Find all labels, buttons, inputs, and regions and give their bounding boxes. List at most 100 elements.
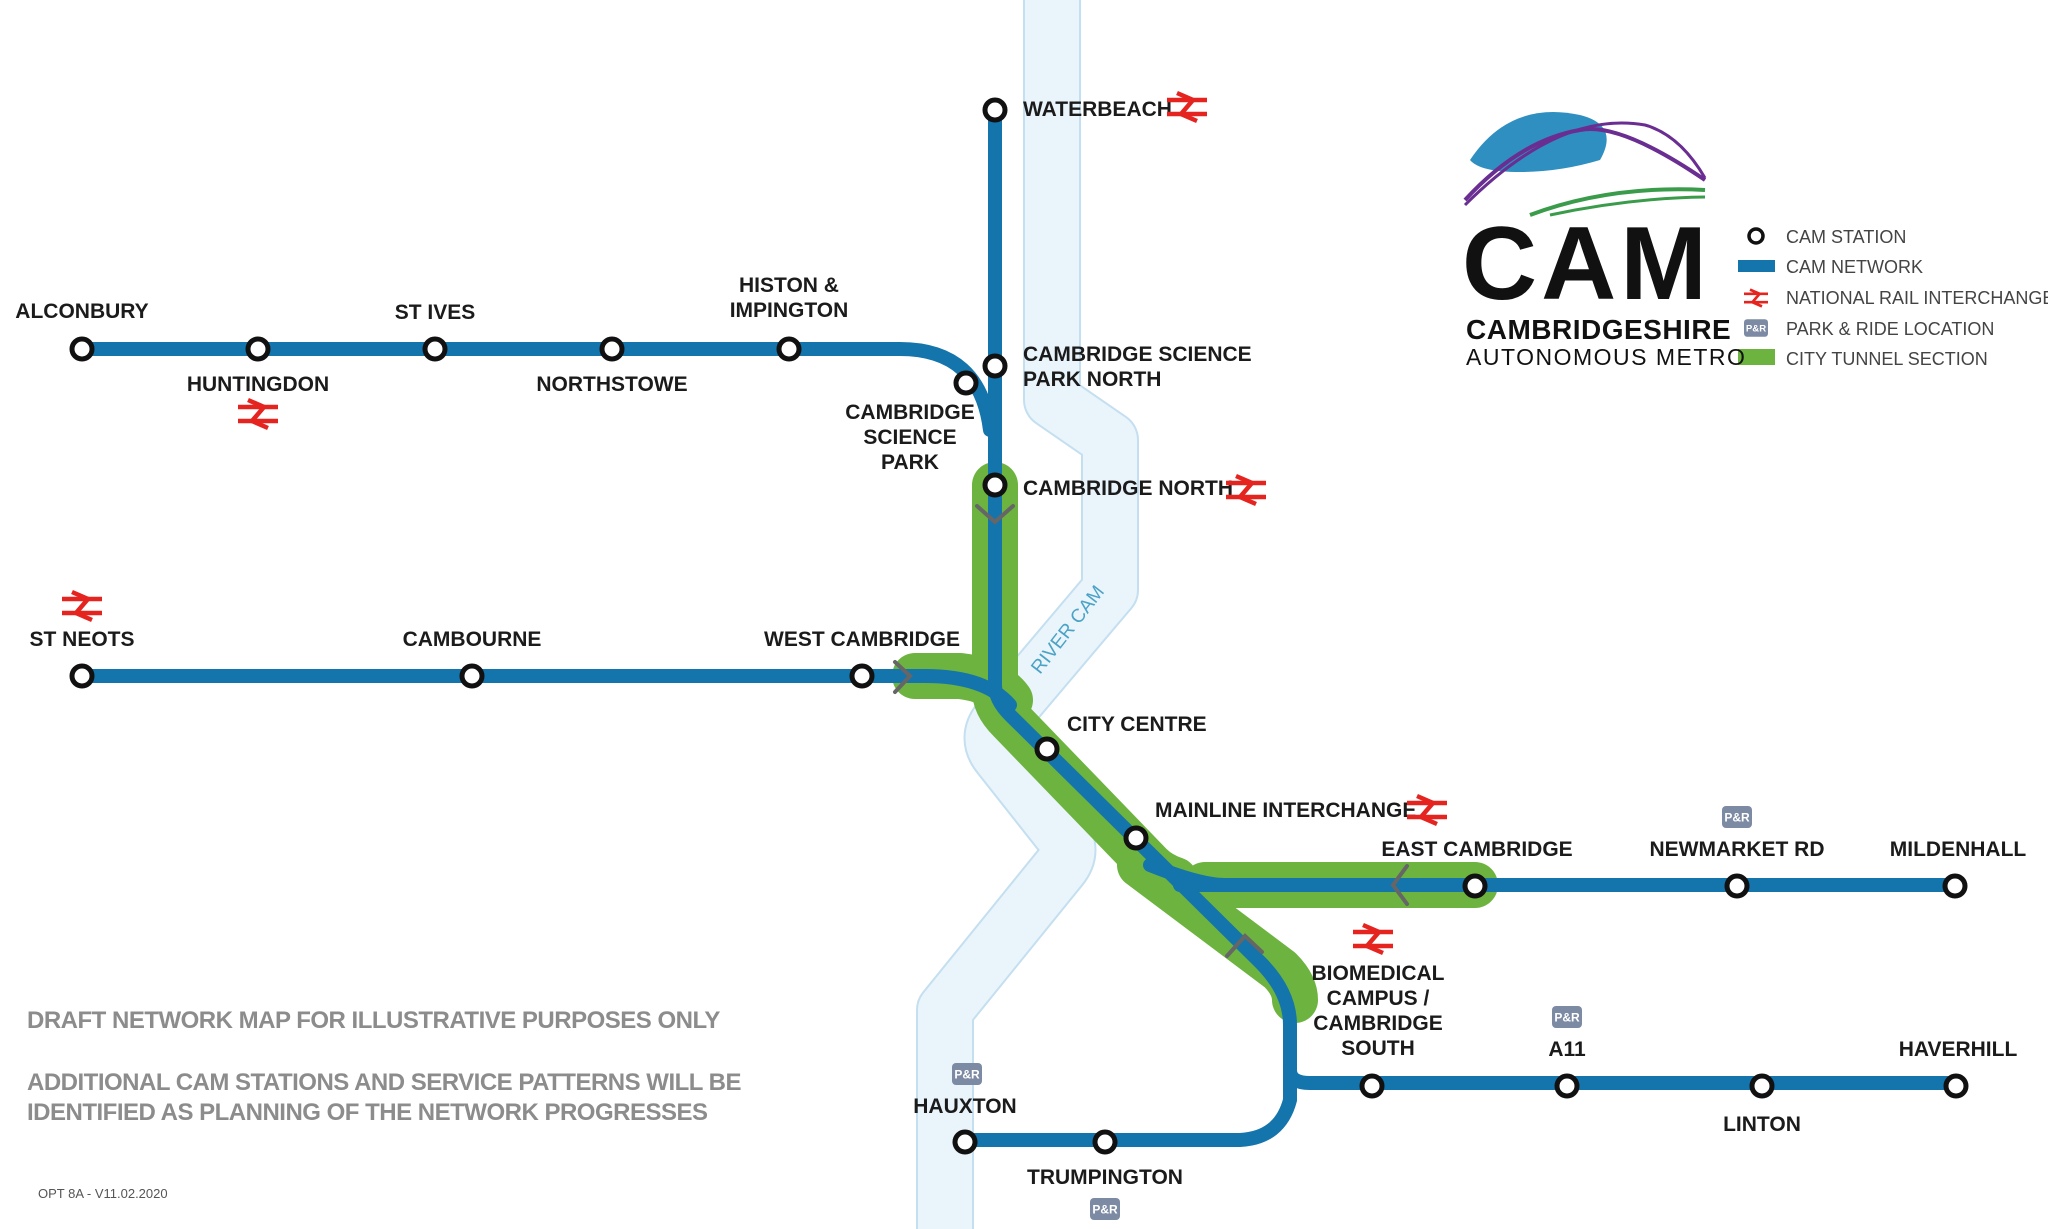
legend: CAM STATION CAM NETWORK NATIONAL RAIL IN… bbox=[1738, 227, 2048, 369]
station-label-line: SCIENCE bbox=[863, 426, 956, 449]
station-mildenhall-marker[interactable] bbox=[1942, 873, 1968, 899]
station-mainline-interchange-marker[interactable] bbox=[1123, 825, 1149, 851]
station-label: LINTON bbox=[1723, 1113, 1801, 1136]
station-a11-marker[interactable] bbox=[1554, 1073, 1580, 1099]
station-label: CAMBRIDGE NORTH bbox=[1023, 477, 1233, 500]
station-label-line: EAST CAMBRIDGE bbox=[1381, 838, 1572, 861]
station-science-park-marker[interactable] bbox=[953, 370, 979, 396]
station-label: EAST CAMBRIDGE bbox=[1381, 838, 1572, 861]
station-label-line: A11 bbox=[1548, 1038, 1586, 1061]
disclaimer-note: DRAFT NETWORK MAP FOR ILLUSTRATIVE PURPO… bbox=[27, 1007, 720, 1034]
station-label: NEWMARKET RD bbox=[1650, 838, 1825, 861]
station-city-centre-marker[interactable] bbox=[1034, 736, 1060, 762]
station-label: CAMBOURNE bbox=[403, 628, 542, 651]
station-st-ives-marker[interactable] bbox=[422, 336, 448, 362]
legend-label: CAM STATION bbox=[1786, 227, 1906, 247]
station-newmarket-rd-marker[interactable] bbox=[1724, 873, 1750, 899]
legend-rail-icon bbox=[1742, 288, 1770, 308]
station-west-cambridge-marker[interactable] bbox=[849, 663, 875, 689]
national-rail-icon bbox=[62, 592, 102, 620]
park-ride-icon bbox=[1090, 1198, 1120, 1220]
version-label: OPT 8A - V11.02.2020 bbox=[38, 1186, 168, 1201]
station-label-line: ST IVES bbox=[395, 301, 476, 324]
station-waterbeach-marker[interactable] bbox=[982, 97, 1008, 123]
park-ride-icon bbox=[1722, 806, 1752, 828]
station-label-line: PARK NORTH bbox=[1023, 368, 1161, 391]
station-trumpington-marker[interactable] bbox=[1092, 1129, 1118, 1155]
station-label-line: WATERBEACH bbox=[1023, 98, 1172, 121]
station-label-line: HAVERHILL bbox=[1899, 1038, 2018, 1061]
planning-note-line1: ADDITIONAL CAM STATIONS AND SERVICE PATT… bbox=[27, 1069, 742, 1096]
station-label-line: IMPINGTON bbox=[730, 299, 849, 322]
legend-label: CITY TUNNEL SECTION bbox=[1786, 349, 1988, 369]
national-rail-icon bbox=[1353, 925, 1393, 953]
station-label: HUNTINGDON bbox=[187, 373, 329, 396]
legend-network-icon bbox=[1738, 260, 1775, 272]
station-label: A11 bbox=[1548, 1038, 1586, 1061]
station-label: CITY CENTRE bbox=[1067, 713, 1207, 736]
station-east-cambridge-marker[interactable] bbox=[1462, 873, 1488, 899]
legend-park-ride-icon bbox=[1744, 319, 1768, 337]
station-science-park-north-marker[interactable] bbox=[982, 353, 1008, 379]
brand-subtitle: AUTONOMOUS METRO bbox=[1466, 344, 1747, 370]
cam-network-lines bbox=[75, 103, 1962, 1147]
legend-station-icon bbox=[1747, 227, 1765, 245]
station-label-line: HAUXTON bbox=[913, 1095, 1016, 1118]
station-label: ST NEOTS bbox=[29, 628, 134, 651]
station-labels: WATERBEACH ALCONBURY HUNTINGDON ST IVES … bbox=[15, 98, 2026, 1189]
station-label-line: SOUTH bbox=[1341, 1037, 1415, 1060]
station-label-line: BIOMEDICAL bbox=[1312, 962, 1445, 985]
station-label-line: CAMBRIDGE SCIENCE bbox=[1023, 343, 1252, 366]
station-label-line: HUNTINGDON bbox=[187, 373, 329, 396]
station-label: HAVERHILL bbox=[1899, 1038, 2018, 1061]
station-haverhill-marker[interactable] bbox=[1943, 1073, 1969, 1099]
station-northstowe-marker[interactable] bbox=[599, 336, 625, 362]
national-rail-symbols bbox=[62, 93, 1447, 953]
cam-logo-icon bbox=[1463, 112, 1707, 217]
station-cambridge-north-marker[interactable] bbox=[982, 472, 1008, 498]
station-alconbury-marker[interactable] bbox=[69, 336, 95, 362]
river-cam: RIVER CAM bbox=[916, 0, 1139, 1229]
station-st-neots-marker[interactable] bbox=[69, 663, 95, 689]
brand-name: CAM bbox=[1462, 206, 1711, 322]
station-label-line: TRUMPINGTON bbox=[1027, 1166, 1183, 1189]
station-label: HISTON &IMPINGTON bbox=[730, 274, 849, 322]
station-label: WEST CAMBRIDGE bbox=[764, 628, 960, 651]
station-markers bbox=[69, 97, 1969, 1155]
station-label-line: ALCONBURY bbox=[15, 300, 148, 323]
tunnel-portals bbox=[893, 504, 1409, 958]
legend-label: PARK & RIDE LOCATION bbox=[1786, 319, 1994, 339]
station-label: NORTHSTOWE bbox=[536, 373, 687, 396]
station-label: HAUXTON bbox=[913, 1095, 1016, 1118]
station-label-line: CAMBOURNE bbox=[403, 628, 542, 651]
station-linton-marker[interactable] bbox=[1749, 1073, 1775, 1099]
national-rail-icon bbox=[1167, 93, 1207, 121]
station-label-line: NORTHSTOWE bbox=[536, 373, 687, 396]
station-label-line: HISTON & bbox=[739, 274, 839, 297]
station-label: WATERBEACH bbox=[1023, 98, 1172, 121]
station-hauxton-marker[interactable] bbox=[952, 1129, 978, 1155]
station-cambourne-marker[interactable] bbox=[459, 663, 485, 689]
station-label-line: LINTON bbox=[1723, 1113, 1801, 1136]
legend-tunnel-icon bbox=[1738, 349, 1775, 365]
station-label-line: NEWMARKET RD bbox=[1650, 838, 1825, 861]
station-label-line: ST NEOTS bbox=[29, 628, 134, 651]
brand-county: CAMBRIDGESHIRE bbox=[1466, 314, 1732, 345]
station-biomedical-marker[interactable] bbox=[1359, 1073, 1385, 1099]
station-label-line: MILDENHALL bbox=[1890, 838, 2027, 861]
station-label-line: CAMBRIDGE bbox=[845, 401, 975, 424]
station-label-line: MAINLINE INTERCHANGE bbox=[1155, 799, 1416, 822]
station-label-line: PARK bbox=[881, 451, 939, 474]
station-label: MILDENHALL bbox=[1890, 838, 2027, 861]
station-label-line: CAMBRIDGE NORTH bbox=[1023, 477, 1233, 500]
station-label: ST IVES bbox=[395, 301, 476, 324]
station-label-line: CITY CENTRE bbox=[1067, 713, 1207, 736]
legend-label: NATIONAL RAIL INTERCHANGE bbox=[1786, 288, 2048, 308]
station-histon-marker[interactable] bbox=[776, 336, 802, 362]
station-huntingdon-marker[interactable] bbox=[245, 336, 271, 362]
park-ride-icon bbox=[1552, 1006, 1582, 1028]
station-label: MAINLINE INTERCHANGE bbox=[1155, 799, 1416, 822]
station-label: TRUMPINGTON bbox=[1027, 1166, 1183, 1189]
